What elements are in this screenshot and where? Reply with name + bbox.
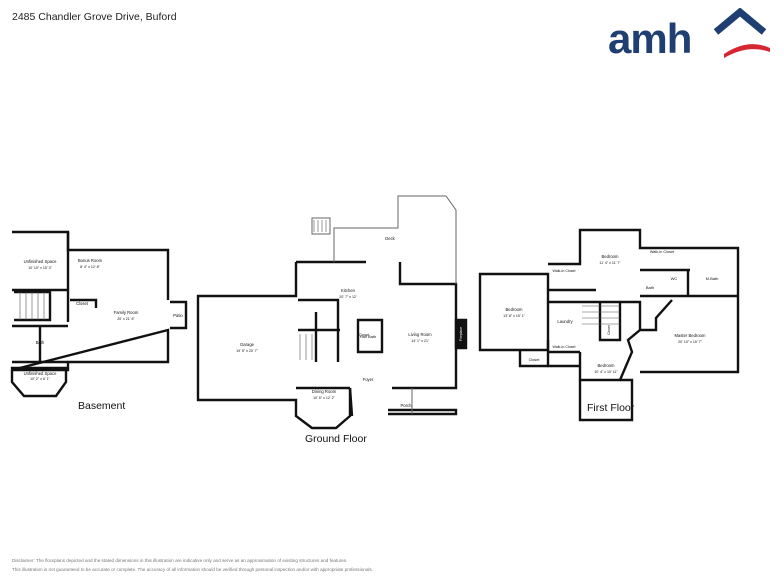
property-address: 2485 Chandler Grove Drive, Buford: [12, 11, 177, 23]
room-dims: 10' 2" x 6' 1": [30, 377, 50, 381]
room-name: Bedroom: [602, 254, 620, 259]
room-name: Laundry: [557, 319, 573, 324]
room-name: Garage: [240, 342, 255, 347]
room-dims: 20' x 21' 6": [117, 317, 135, 321]
first-floor-label: First Floor: [587, 402, 635, 414]
room-name: Dining Room: [312, 389, 337, 394]
room-name: Deck: [385, 236, 395, 241]
room-name: Foyer: [363, 377, 374, 382]
room-name: Kitchen: [341, 288, 356, 293]
room-name: M.Bath: [706, 276, 719, 281]
room-name: Closet: [529, 358, 541, 362]
room-dims: 13' 8" x 15' 1": [503, 314, 525, 318]
disclaimer-line-2: This illustration is not guaranteed to b…: [12, 567, 373, 572]
logo-wordmark: amh: [608, 15, 692, 62]
room-name: Unfinished Space: [24, 371, 57, 376]
room-name: Patio: [173, 313, 183, 318]
room-name: Walk-in Closet: [552, 269, 575, 273]
room-dims: 14' 1" x 21': [411, 339, 429, 343]
first-floor-plan: [478, 228, 740, 422]
room-name: Bedroom: [506, 307, 524, 312]
room-name: Walk-in Closet: [650, 250, 675, 254]
amh-logo[interactable]: amh: [608, 8, 772, 64]
room-name: Master Bedroom: [675, 333, 706, 338]
room-name: Family Room: [114, 310, 139, 315]
room-dims: 10' 10" x 15' 3": [28, 266, 52, 270]
ground-floor-label: Ground Floor: [305, 433, 367, 445]
room-dims: 20' 10" x 15' 7": [678, 340, 702, 344]
room-name: WC: [671, 276, 678, 281]
room-name: Unfinished Space: [24, 259, 57, 264]
room-name: Bonus Room: [78, 258, 103, 263]
room-name: Closet: [76, 301, 89, 306]
room-name: Bedroom: [598, 363, 616, 368]
basement-label: Basement: [78, 400, 126, 412]
room-name: Half Bath: [360, 334, 376, 339]
room-name: Living Room: [408, 332, 432, 337]
room-dims: 20' 7" x 12': [339, 295, 357, 299]
room-dims: 10' 4" x 10' 11": [594, 370, 618, 374]
room-dims: 8' 4" x 12' 8": [80, 265, 100, 269]
ground-floor-plan: [196, 260, 468, 430]
room-name: Closet: [607, 325, 611, 335]
room-name: Bath: [646, 285, 654, 290]
room-dims: 11' 4" x 11' 7": [599, 261, 621, 265]
room-name: Closet: [359, 333, 369, 337]
room-dims: 19' 5" x 20' 7": [236, 349, 258, 353]
room-name: Bath: [36, 340, 45, 345]
house-roof-icon: [713, 8, 770, 58]
room-name: Porch: [401, 403, 413, 408]
room-name: Walk-in Closet: [552, 345, 575, 349]
room-name: Fireplace: [459, 327, 463, 341]
disclaimer-line-1: Disclaimer: The floorplans depicted and …: [12, 558, 348, 563]
room-dims: 10' 6" x 12' 2": [313, 396, 335, 400]
